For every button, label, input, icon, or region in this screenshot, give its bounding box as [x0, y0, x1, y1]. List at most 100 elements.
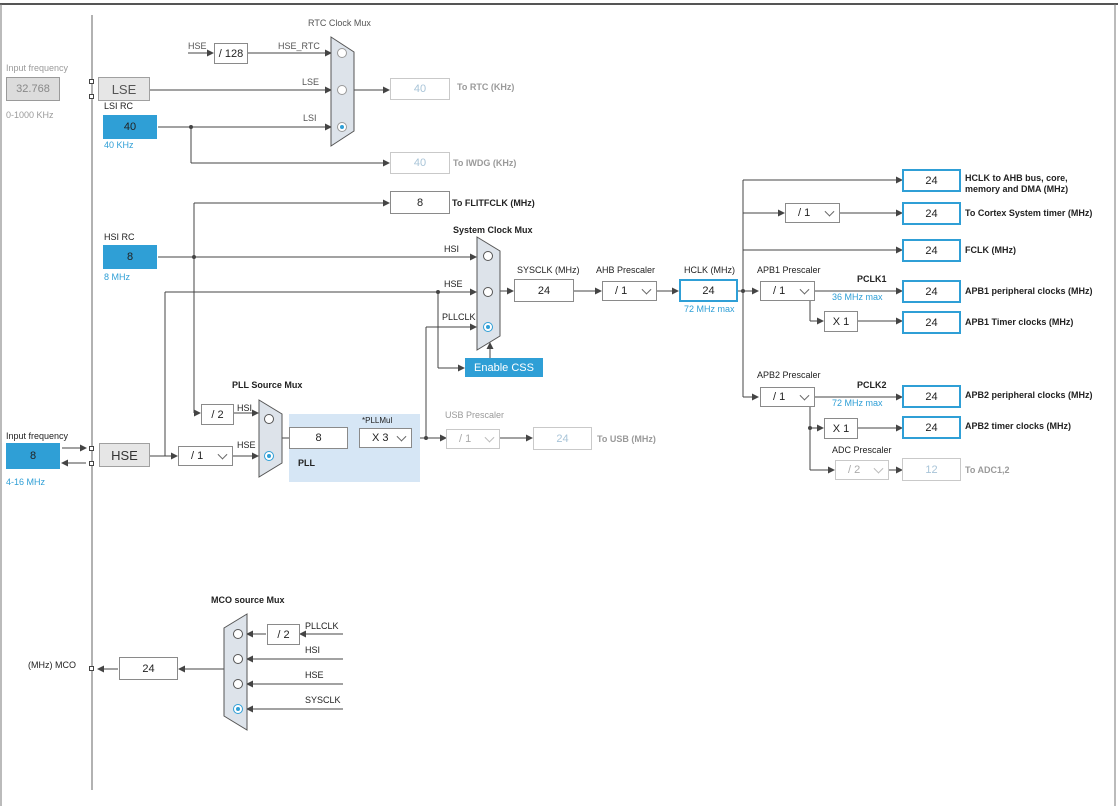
usb-output-value: 24: [533, 427, 592, 450]
apb2-peripheral-output-value: 24: [902, 385, 961, 408]
apb2-timer-output-value: 24: [902, 416, 961, 439]
enable-css-button[interactable]: Enable CSS: [465, 358, 543, 377]
lsi-rc-value: 40: [103, 115, 157, 139]
adc-prescaler-title: ADC Prescaler: [832, 445, 892, 455]
lse-source-block: LSE: [98, 77, 150, 101]
sysclk-value: 24: [514, 279, 574, 302]
mco-mux-title: MCO source Mux: [211, 595, 285, 605]
apb1-peripheral-output-label: APB1 peripheral clocks (MHz): [965, 286, 1093, 296]
hse-source-block: HSE: [99, 443, 150, 467]
mco-mux-shape: [223, 613, 248, 731]
apb2-prescaler-select[interactable]: / 1: [760, 387, 815, 407]
system-clock-mux-title: System Clock Mux: [453, 225, 533, 235]
chevron-down-icon: [799, 284, 810, 295]
usb-prescaler-select[interactable]: / 1: [446, 429, 500, 449]
hclk-max-label: 72 MHz max: [684, 304, 735, 314]
rtc-mux-hse-radio[interactable]: [337, 48, 347, 58]
adc-prescaler-value: / 2: [848, 464, 861, 476]
hse-frequency-input[interactable]: 8: [6, 443, 60, 469]
hclk-title: HCLK (MHz): [684, 265, 735, 275]
pll-mul-value: X 3: [372, 432, 389, 444]
hse-prediv-value: / 1: [191, 450, 204, 462]
rtc-mux-lsi-radio[interactable]: [337, 122, 347, 132]
lsi-unit-label: 40 KHz: [104, 140, 134, 150]
lse-input-label: Input frequency: [6, 63, 69, 73]
mco-sysclk-radio[interactable]: [233, 704, 243, 714]
lsi-rc-label: LSI RC: [104, 101, 134, 111]
sysmux-hsi-label: HSI: [444, 244, 460, 254]
pllsrc-hsi-label: HSI: [237, 403, 253, 413]
apb1-prescaler-select[interactable]: / 1: [760, 281, 815, 301]
adc-output-label: To ADC1,2: [965, 465, 1010, 475]
pclk2-label: PCLK2: [857, 380, 887, 390]
hse-pin-bottom: [89, 461, 94, 466]
mco-pin: [89, 666, 94, 671]
hse-prediv-select[interactable]: / 1: [178, 446, 233, 466]
mco-hsi-radio[interactable]: [233, 654, 243, 664]
sysmux-hse-label: HSE: [444, 279, 463, 289]
chevron-down-icon: [484, 432, 495, 443]
pll-input-value: 8: [289, 427, 348, 449]
pclk1-label: PCLK1: [857, 274, 887, 284]
fclk-output-label: FCLK (MHz): [965, 245, 1016, 255]
apb1-peripheral-output-value: 24: [902, 280, 961, 303]
flitf-output-label: To FLITFCLK (MHz): [452, 198, 535, 208]
sysclk-title: SYSCLK (MHz): [517, 265, 580, 275]
flitf-output-value: 8: [390, 191, 450, 214]
pll-label: PLL: [298, 458, 315, 468]
rtc-output-label: To RTC (KHz): [457, 82, 515, 92]
mco-output-value: 24: [119, 657, 178, 680]
sysmux-hsi-radio[interactable]: [483, 251, 493, 261]
ahb-bus-output-value: 24: [902, 169, 961, 192]
apb1-prescaler-value: / 1: [773, 285, 786, 297]
iwdg-output-value: 40: [390, 152, 450, 174]
lse-range-label: 0-1000 KHz: [6, 110, 54, 120]
cortex-timer-output-label: To Cortex System timer (MHz): [965, 208, 1093, 218]
mco-pllclk-radio[interactable]: [233, 629, 243, 639]
apb1-timer-multiplier: X 1: [824, 311, 858, 332]
rtc-lse-label: LSE: [302, 77, 320, 87]
mco-hse-label: HSE: [305, 670, 324, 680]
lse-frequency-input[interactable]: 32.768: [6, 77, 60, 101]
pllsrc-hse-radio[interactable]: [264, 451, 274, 461]
rtc-mux-lse-radio[interactable]: [337, 85, 347, 95]
pllsrc-hse-label: HSE: [237, 440, 256, 450]
pll-source-mux-shape: [258, 399, 283, 478]
rtc-hse-label: HSE: [188, 41, 207, 51]
ahb-prescaler-title: AHB Prescaler: [596, 265, 656, 275]
mco-pll-divider: / 2: [267, 624, 300, 645]
mco-hse-radio[interactable]: [233, 679, 243, 689]
chevron-down-icon: [641, 284, 652, 295]
pllsrc-hsi-radio[interactable]: [264, 414, 274, 424]
pll-source-mux-title: PLL Source Mux: [232, 380, 303, 390]
usb-prescaler-title: USB Prescaler: [445, 410, 505, 420]
sysmux-pllclk-radio[interactable]: [483, 322, 493, 332]
mco-pllclk-label: PLLCLK: [305, 621, 339, 631]
apb1-max-label: 36 MHz max: [832, 292, 883, 302]
chevron-down-icon: [396, 431, 407, 442]
hsi-rc-label: HSI RC: [104, 232, 135, 242]
chevron-down-icon: [824, 206, 835, 217]
apb1-timer-output-label: APB1 Timer clocks (MHz): [965, 317, 1074, 327]
rtc-output-value: 40: [390, 78, 450, 100]
hse-pin-top: [89, 446, 94, 451]
sysmux-pllclk-label: PLLCLK: [442, 312, 476, 322]
ahb-prescaler-select[interactable]: / 1: [602, 281, 657, 301]
apb2-peripheral-output-label: APB2 peripheral clocks (MHz): [965, 390, 1093, 400]
hsi-unit-label: 8 MHz: [104, 272, 131, 282]
lse-pin-bottom: [89, 94, 94, 99]
hse-input-label: Input frequency: [6, 431, 69, 441]
pll-mul-select[interactable]: X 3: [359, 428, 412, 448]
hclk-value-input[interactable]: 24: [679, 279, 738, 302]
usb-output-label: To USB (MHz): [597, 434, 656, 444]
cortex-timer-prescaler-select[interactable]: / 1: [785, 203, 840, 223]
apb2-prescaler-value: / 1: [773, 391, 786, 403]
lse-pin-top: [89, 79, 94, 84]
mco-hsi-label: HSI: [305, 645, 321, 655]
pll-hsi-divider: / 2: [201, 404, 234, 425]
adc-prescaler-select[interactable]: / 2: [835, 460, 889, 480]
chevron-down-icon: [799, 390, 810, 401]
sysmux-hse-radio[interactable]: [483, 287, 493, 297]
